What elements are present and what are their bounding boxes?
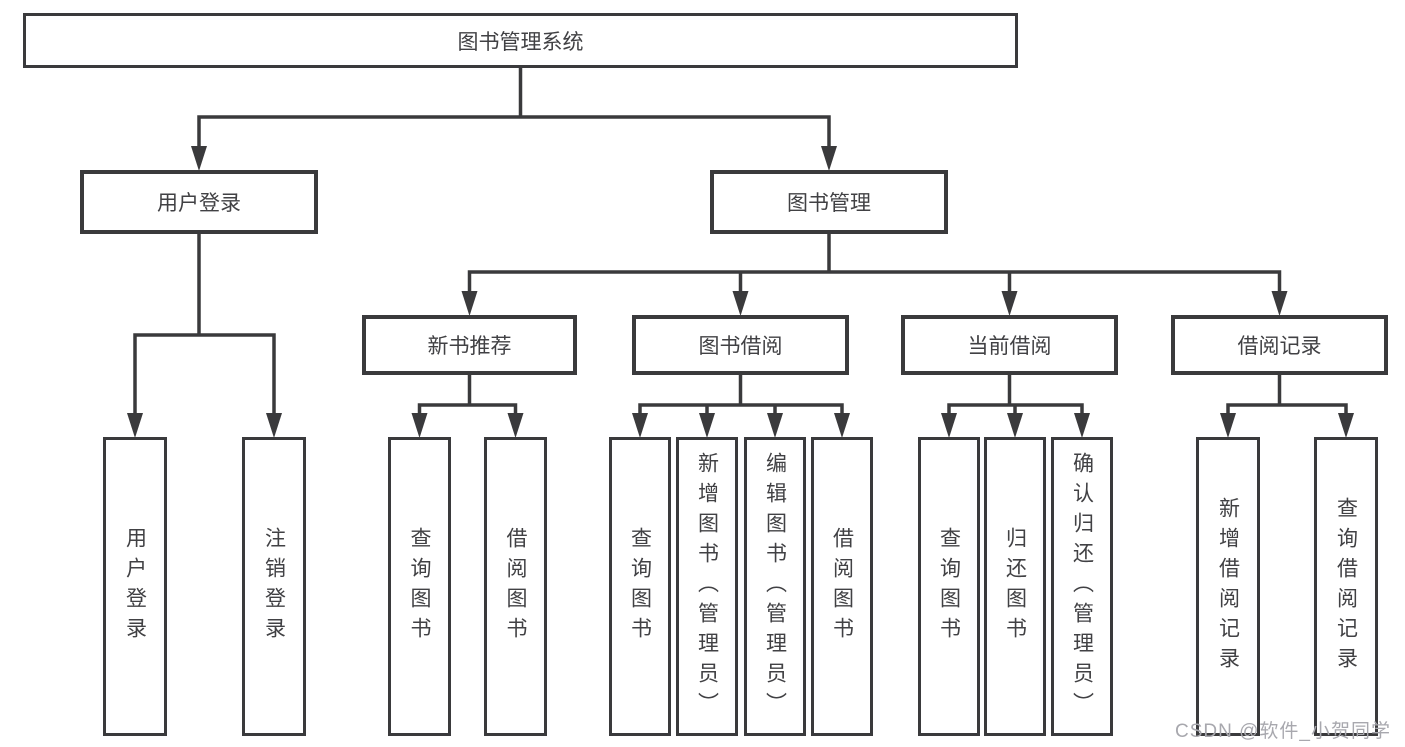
node-user-login: 用户登录 <box>80 170 318 234</box>
node-user-login-item: 用户登录 <box>103 437 167 736</box>
node-book-borrowing: 图书借阅 <box>632 315 849 375</box>
node-new-book-recommend: 新书推荐 <box>362 315 577 375</box>
node-borrow-book-2: 借阅图书 <box>811 437 873 736</box>
node-add-book: 新增图书（管理员） <box>676 437 738 736</box>
node-book-management: 图书管理 <box>710 170 948 234</box>
node-borrow-book-1: 借阅图书 <box>484 437 547 736</box>
node-query-borrow-record: 查询借阅记录 <box>1314 437 1378 736</box>
node-query-book-3: 查询图书 <box>918 437 980 736</box>
node-logout-item: 注销登录 <box>242 437 306 736</box>
node-edit-book: 编辑图书（管理员） <box>744 437 806 736</box>
node-borrow-records: 借阅记录 <box>1171 315 1388 375</box>
csdn-watermark: CSDN @软件_小贺同学 <box>1175 721 1391 742</box>
node-confirm-return: 确认归还（管理员） <box>1051 437 1113 736</box>
node-query-book-1: 查询图书 <box>388 437 451 736</box>
node-query-book-2: 查询图书 <box>609 437 671 736</box>
node-current-borrowing: 当前借阅 <box>901 315 1118 375</box>
node-library-system: 图书管理系统 <box>23 13 1018 68</box>
node-return-book: 归还图书 <box>984 437 1046 736</box>
node-add-borrow-record: 新增借阅记录 <box>1196 437 1260 736</box>
